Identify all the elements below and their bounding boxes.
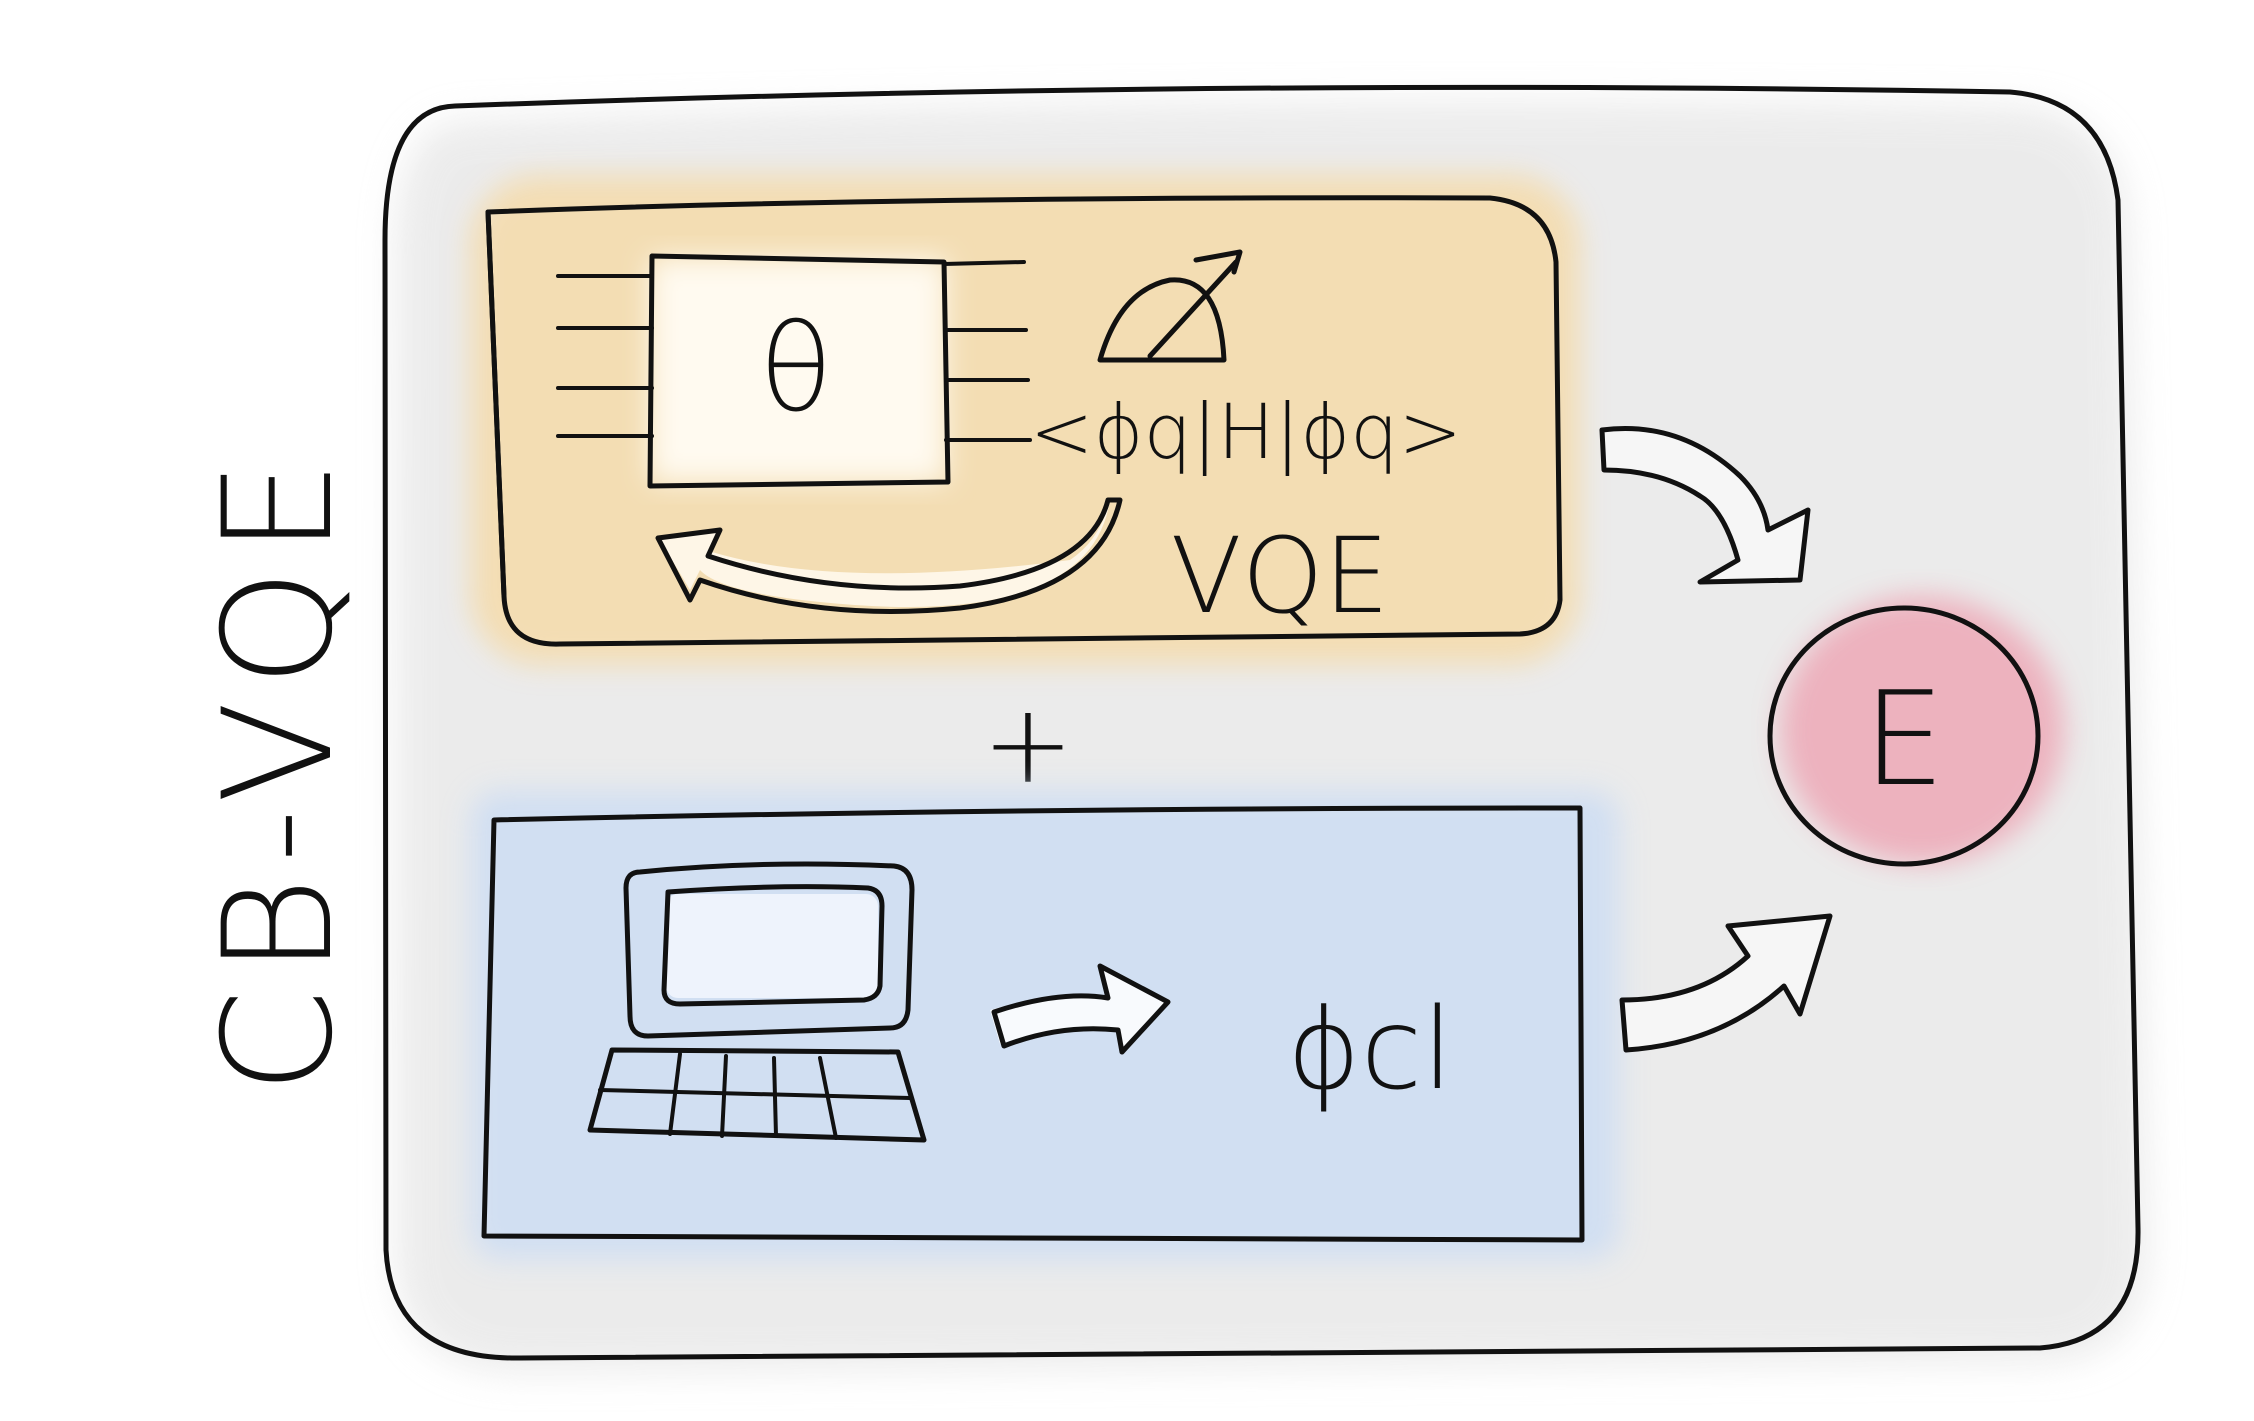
arrow-vqe-to-energy xyxy=(1599,425,1811,585)
energy-result: E xyxy=(1767,596,2064,867)
vqe-label: VQE xyxy=(1171,515,1390,637)
plus-sign: + xyxy=(982,680,1074,808)
parameter-theta: θ xyxy=(759,300,832,439)
diagram-title: CB-VQE xyxy=(192,446,366,1094)
measurement-icon xyxy=(1097,249,1243,363)
compute-arrow xyxy=(990,963,1171,1055)
title-text: CB-VQE xyxy=(192,446,366,1094)
classical-box: ϕcl xyxy=(470,790,1620,1260)
expectation-value: <ϕq|H|ϕq> xyxy=(1030,387,1462,477)
classical-state: ϕcl xyxy=(1287,985,1454,1115)
energy-label: E xyxy=(1863,663,1945,815)
feedback-arrow xyxy=(655,497,1123,614)
computer-icon xyxy=(587,861,927,1143)
arrow-classical-to-energy xyxy=(1619,913,1833,1053)
vqe-box: θ <ϕq|H|ϕq> VQE xyxy=(470,175,1580,665)
circuit-block: θ xyxy=(556,253,1032,489)
